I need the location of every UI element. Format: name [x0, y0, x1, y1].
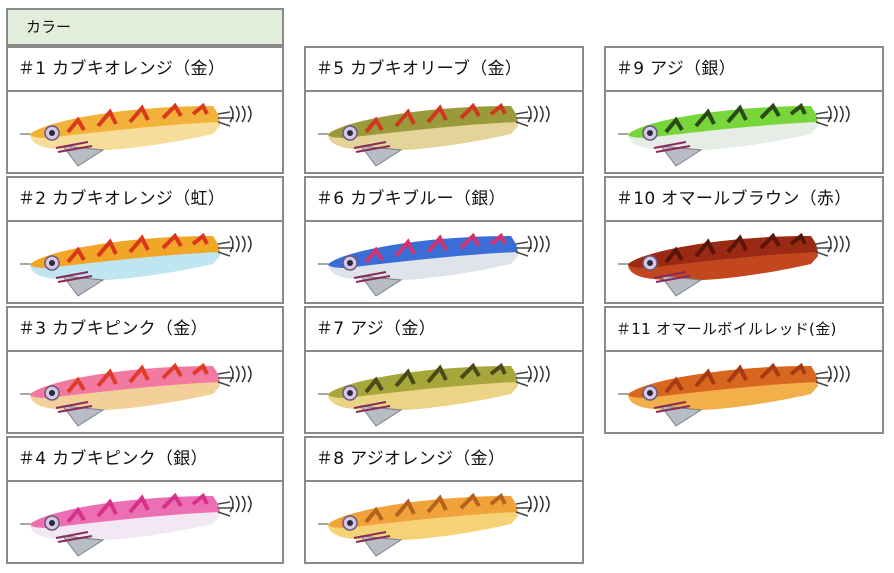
color-cell-4: ＃4 カブキピンク（銀） [6, 436, 284, 564]
lure-image [306, 90, 582, 172]
lure-icon [618, 362, 850, 427]
color-label: ＃7 アジ（金） [316, 319, 436, 339]
lure-image [8, 90, 282, 172]
lure-icon [20, 362, 252, 427]
color-cell-2: ＃2 カブキオレンジ（虹） [6, 176, 284, 304]
lure-icon [318, 362, 550, 427]
color-cell-6: ＃6 カブキブルー（銀） [304, 176, 584, 304]
lure-image [606, 350, 882, 432]
color-cell-11: ＃11 オマールボイルレッド(金) [604, 306, 884, 434]
lure-icon [318, 492, 550, 557]
lure-icon [20, 492, 252, 557]
color-label: ＃11 オマールボイルレッド(金) [616, 320, 837, 338]
lure-image [306, 220, 582, 302]
color-cell-7: ＃7 アジ（金） [304, 306, 584, 434]
color-cell-3: ＃3 カブキピンク（金） [6, 306, 284, 434]
lure-icon [20, 232, 252, 297]
lure-image [8, 220, 282, 302]
color-label: ＃1 カブキオレンジ（金） [18, 59, 226, 79]
color-cell-8: ＃8 アジオレンジ（金） [304, 436, 584, 564]
color-cell-9: ＃9 アジ（銀） [604, 46, 884, 174]
section-header: カラー [6, 8, 284, 46]
color-label: ＃9 アジ（銀） [616, 59, 736, 79]
lure-image [606, 220, 882, 302]
lure-image [306, 480, 582, 562]
lure-icon [618, 232, 850, 297]
color-label: ＃2 カブキオレンジ（虹） [18, 189, 226, 209]
color-label: ＃3 カブキピンク（金） [18, 319, 208, 339]
color-label: ＃6 カブキブルー（銀） [316, 189, 506, 209]
color-label: ＃4 カブキピンク（銀） [18, 449, 208, 469]
lure-image [8, 350, 282, 432]
lure-image [606, 90, 882, 172]
color-cell-10: ＃10 オマールブラウン（赤） [604, 176, 884, 304]
lure-icon [618, 102, 850, 167]
lure-icon [20, 102, 252, 167]
color-cell-1: ＃1 カブキオレンジ（金） [6, 46, 284, 174]
section-title: カラー [26, 18, 72, 36]
color-label: ＃8 アジオレンジ（金） [316, 449, 506, 469]
lure-icon [318, 102, 550, 167]
lure-image [306, 350, 582, 432]
lure-image [8, 480, 282, 562]
lure-icon [318, 232, 550, 297]
color-cell-5: ＃5 カブキオリーブ（金） [304, 46, 584, 174]
color-label: ＃10 オマールブラウン（赤） [616, 189, 852, 209]
color-label: ＃5 カブキオリーブ（金） [316, 59, 523, 79]
